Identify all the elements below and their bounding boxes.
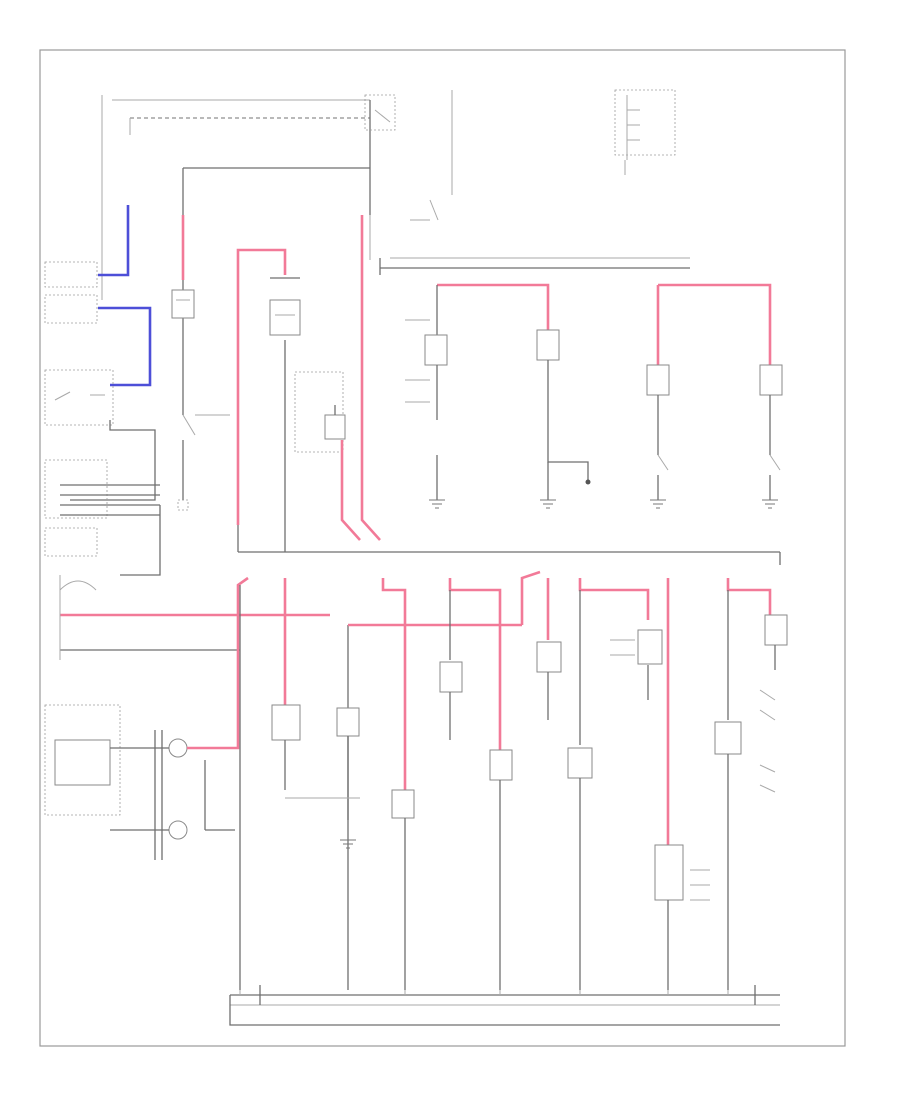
lower-switch-c [567,578,663,990]
lower-relay-1 [239,578,301,990]
lower-left-sensor [44,575,330,860]
bottom-drops [239,990,729,995]
lower-relay-3 [536,578,562,720]
left-blue-wires [98,205,152,387]
lower-switch-b [439,578,513,990]
diagram-border [39,49,846,1047]
lower-relay-2 [336,570,541,990]
bottom-ground-bus [229,985,780,1026]
lamp-circuit-1 [405,283,550,509]
top-feed-wires [101,95,690,300]
top-switch-component [364,94,396,131]
left-component-boxes [44,261,161,576]
lamp-circuit-2 [536,329,591,509]
pink-feed-loop [236,248,301,525]
lower-right-switch [714,578,788,990]
lower-switch-a [285,578,415,990]
top-right-connector-block [614,89,676,175]
relay-column-left [171,215,230,511]
lamp-circuit-4 [759,364,783,509]
lamp-circuit-3 [646,283,772,509]
middle-bus [237,525,781,565]
lower-multi-switch [654,578,710,990]
center-relay [294,215,381,541]
